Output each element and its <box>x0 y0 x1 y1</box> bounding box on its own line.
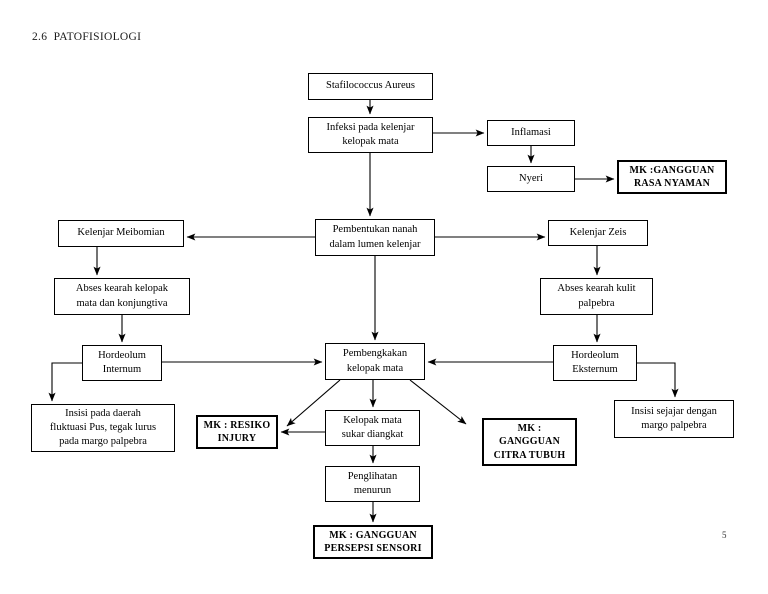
node-pembentukan-nanah: Pembentukan nanah dalam lumen kelenjar <box>315 219 435 256</box>
node-penglihatan-menurun: Penglihatan menurun <box>325 466 420 502</box>
node-label-mk-citra-tubuh: MK : GANGGUAN CITRA TUBUH <box>493 422 566 461</box>
node-label-abses-konjungtiva: Abses kearah kelopak mata dan konjungtiv… <box>75 283 169 309</box>
node-kelenjar-meibomian: Kelenjar Meibomian <box>58 220 184 247</box>
node-label-insisi-fluktuasi: Insisi pada daerah fluktuasi Pus, tegak … <box>49 407 157 448</box>
node-nyeri: Nyeri <box>487 166 575 192</box>
node-label-pembengkakan: Pembengkakan kelopak mata <box>342 348 408 374</box>
node-label-hordeolum-internum: Hordeolum Internum <box>98 349 146 375</box>
node-label-mk-resiko-injury: MK : RESIKO INJURY <box>203 419 271 445</box>
connector-hordeolum-eksternum-elbow-to-insisi <box>637 362 679 398</box>
node-insisi-sejajar: Insisi sejajar dengan margo palpebra <box>614 400 734 438</box>
node-label-pembentukan-nanah: Pembentukan nanah dalam lumen kelenjar <box>329 224 421 250</box>
connector-pembengkakan-to-resiko-injury <box>286 379 341 427</box>
node-insisi-fluktuasi: Insisi pada daerah fluktuasi Pus, tegak … <box>31 404 175 452</box>
node-stafilococcus: Stafilococcus Aureus <box>308 73 433 100</box>
node-inflamasi: Inflamasi <box>487 120 575 146</box>
node-pembengkakan: Pembengkakan kelopak mata <box>325 343 425 380</box>
node-label-kelenjar-meibomian: Kelenjar Meibomian <box>77 227 165 239</box>
node-infeksi: Infeksi pada kelenjar kelopak mata <box>308 117 433 153</box>
node-kelenjar-zeis: Kelenjar Zeis <box>548 220 648 246</box>
node-label-abses-palpebra: Abses kearah kulit palpebra <box>557 283 636 309</box>
node-label-insisi-sejajar: Insisi sejajar dengan margo palpebra <box>631 405 717 431</box>
node-label-nyeri: Nyeri <box>519 172 543 184</box>
node-label-hordeolum-eksternum: Hordeolum Eksternum <box>571 349 619 375</box>
node-label-infeksi: Infeksi pada kelenjar kelopak mata <box>326 121 415 147</box>
node-label-kelenjar-zeis: Kelenjar Zeis <box>569 226 627 238</box>
page-number: 5 <box>722 530 727 540</box>
node-label-penglihatan-menurun: Penglihatan menurun <box>347 470 398 496</box>
node-label-mk-persepsi-sensori: MK : GANGGUAN PERSEPSI SENSORI <box>324 529 422 555</box>
node-mk-resiko-injury: MK : RESIKO INJURY <box>196 415 278 449</box>
node-abses-konjungtiva: Abses kearah kelopak mata dan konjungtiv… <box>54 278 190 315</box>
node-mk-rasa-nyaman: MK :GANGGUAN RASA NYAMAN <box>617 160 727 194</box>
node-label-kelopak-sukar: Kelopak mata sukar diangkat <box>341 414 404 440</box>
connector-pembengkakan-to-citra-tubuh <box>409 379 467 425</box>
page-title: 2.6 PATOFISIOLOGI <box>32 31 142 43</box>
connector-hordeolum-internum-elbow-to-insisi <box>48 362 82 402</box>
node-label-mk-rasa-nyaman: MK :GANGGUAN RASA NYAMAN <box>629 164 715 190</box>
node-label-inflamasi: Inflamasi <box>511 126 551 138</box>
node-mk-citra-tubuh: MK : GANGGUAN CITRA TUBUH <box>482 418 577 466</box>
node-hordeolum-internum: Hordeolum Internum <box>82 345 162 381</box>
node-mk-persepsi-sensori: MK : GANGGUAN PERSEPSI SENSORI <box>313 525 433 559</box>
node-kelopak-sukar: Kelopak mata sukar diangkat <box>325 410 420 446</box>
node-abses-palpebra: Abses kearah kulit palpebra <box>540 278 653 315</box>
node-label-stafilococcus: Stafilococcus Aureus <box>326 80 415 92</box>
node-hordeolum-eksternum: Hordeolum Eksternum <box>553 345 637 381</box>
